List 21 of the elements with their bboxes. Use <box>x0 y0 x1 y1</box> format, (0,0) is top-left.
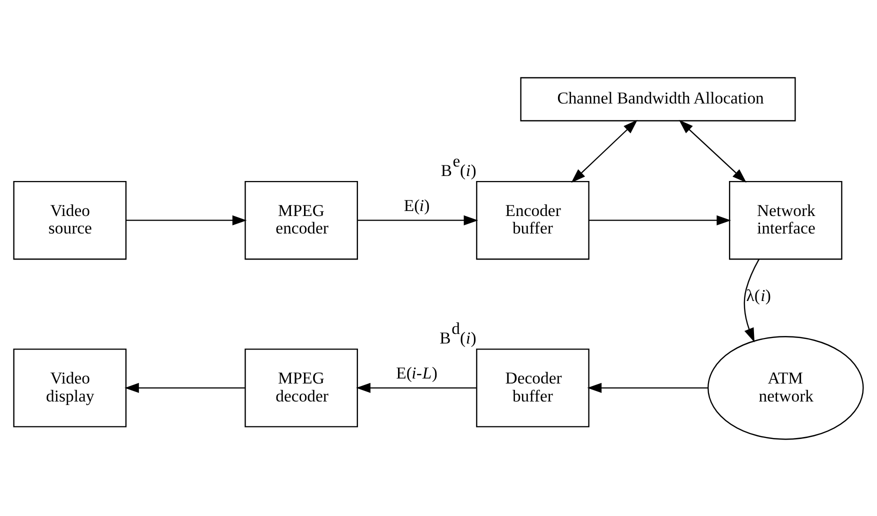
node-box: Decoder buffer <box>476 348 590 427</box>
edge-label: E(i-L) <box>396 363 438 382</box>
arrow <box>124 382 245 392</box>
arrow <box>571 119 638 182</box>
arrow <box>589 214 732 225</box>
node-box: Video display <box>13 348 127 427</box>
node-ellipse: ATM network <box>708 336 864 440</box>
node-box: Encoder buffer <box>476 180 590 260</box>
arrow <box>358 214 478 225</box>
node-box: Network interface <box>728 180 842 260</box>
edge-label: λ(i) <box>746 286 771 305</box>
arrow <box>356 382 476 392</box>
node-box: Video source <box>13 180 127 260</box>
arrow <box>744 258 760 342</box>
edge-label: E(i) <box>404 196 430 215</box>
node-box: Channel Bandwidth Allocation <box>520 76 796 121</box>
node-box: MPEG decoder <box>244 348 358 427</box>
node-box: MPEG encoder <box>244 180 358 260</box>
arrow <box>126 214 247 225</box>
arrow <box>587 382 708 392</box>
arrow <box>678 119 746 182</box>
